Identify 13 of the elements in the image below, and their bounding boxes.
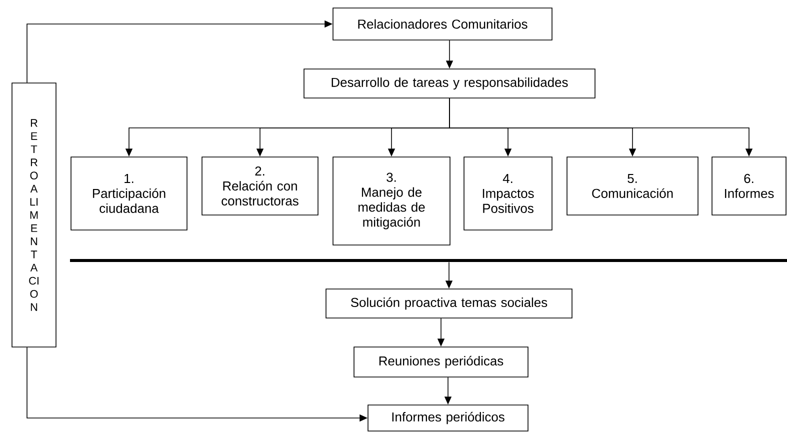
process-box: Solución proactiva temas sociales [326,288,572,318]
process-box: Informes periódicos [368,404,528,432]
process-box: Reuniones periódicas [354,346,528,378]
process-box: 4. Impactos Positivos [464,156,552,230]
process-box: Desarrollo de tareas y responsabilidades [304,68,596,98]
process-box: 6. Informes [712,156,786,216]
process-box: 2. Relación con constructoras [202,156,318,216]
process-box: 3. Manejo de medidas de mitigación [332,156,450,246]
process-box: 1. Participación ciudadana [70,156,188,230]
process-box: Relacionadores Comunitarios [332,8,552,40]
process-box: 5. Comunicación [566,156,698,216]
horizontal-bar [70,259,787,262]
vertical-label-box: RETROALIMENTACION [12,82,56,348]
